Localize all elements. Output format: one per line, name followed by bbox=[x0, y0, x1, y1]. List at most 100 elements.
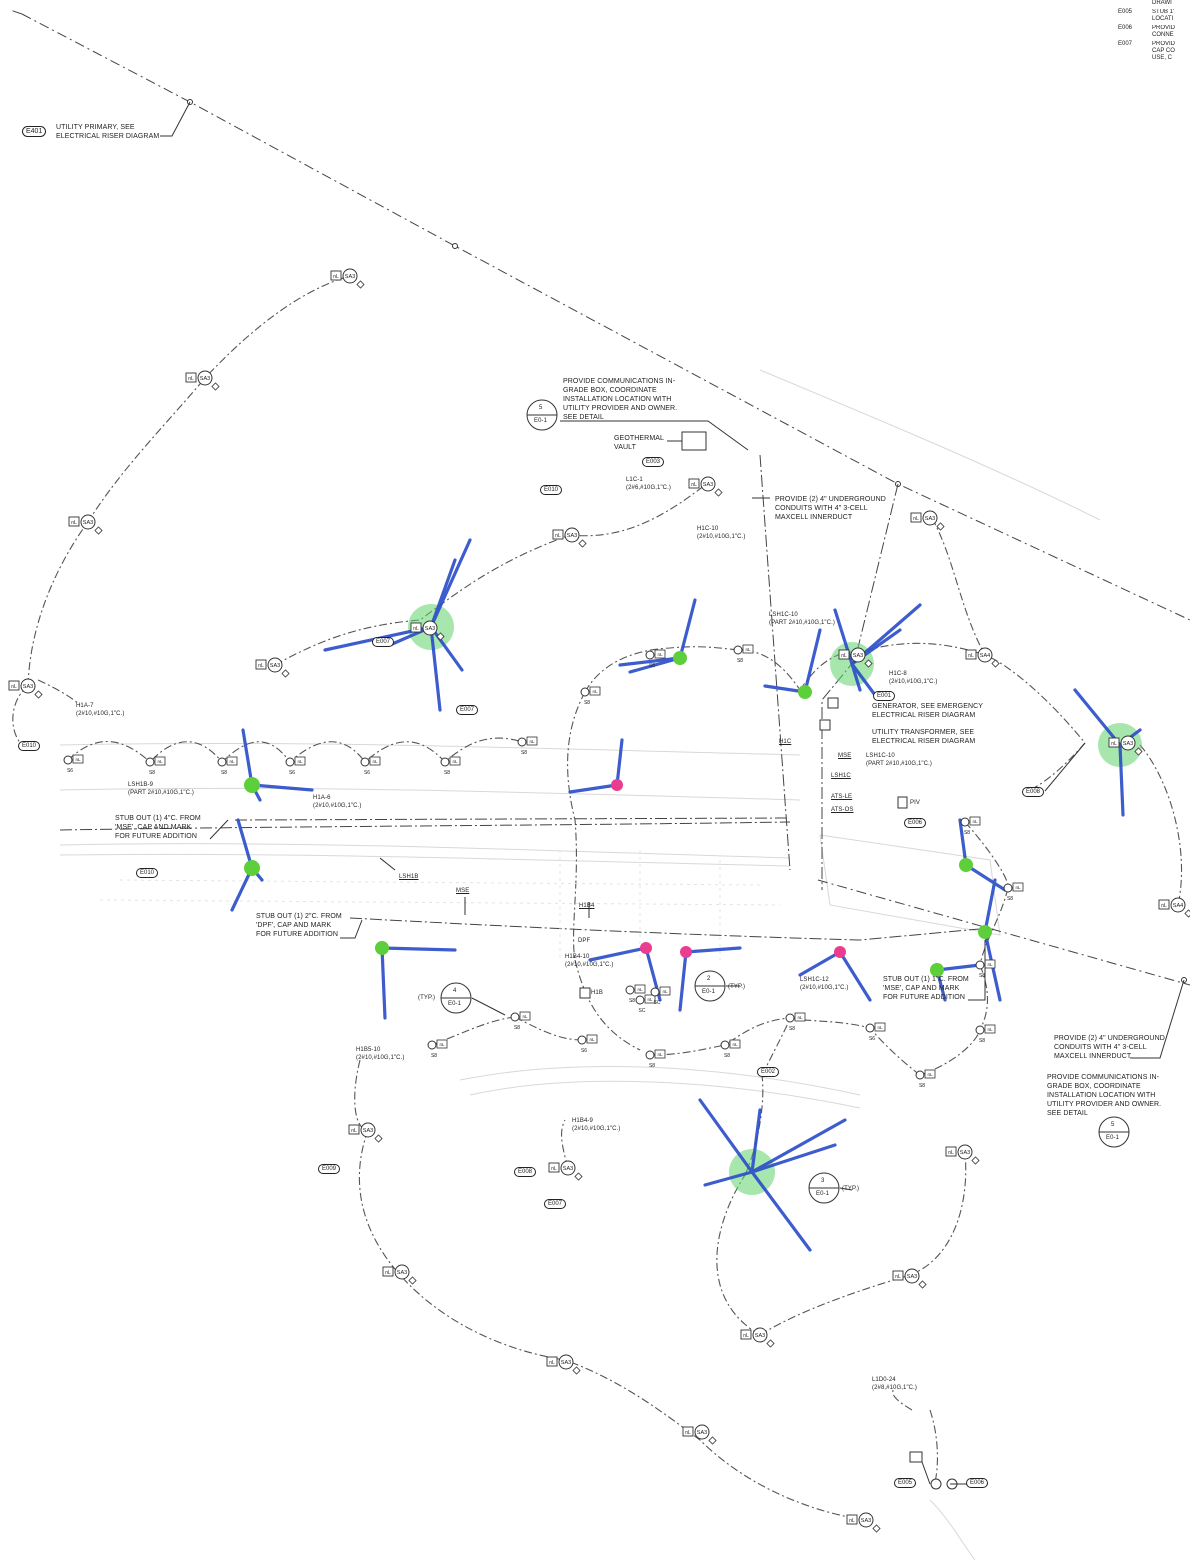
fixture-type-label: S8 bbox=[979, 1038, 985, 1044]
legend-code: E007 bbox=[1118, 41, 1133, 47]
keynote-tag: E006 bbox=[966, 1478, 989, 1488]
typ-label: (TYP.) bbox=[842, 1186, 860, 1192]
fixture-nl-label: nL bbox=[745, 647, 751, 652]
circuit-label: LSH1C-10(PART 2#10,#10G,1"C.) bbox=[866, 753, 932, 767]
detail-ref-number: 4 bbox=[453, 988, 457, 994]
green-node bbox=[375, 941, 389, 955]
red-node bbox=[611, 779, 623, 791]
piv bbox=[897, 796, 908, 809]
fixture-nl-label: nL bbox=[841, 653, 847, 659]
keynote-tag: E006 bbox=[904, 818, 927, 828]
typ-label: (TYP.) bbox=[728, 984, 746, 990]
keynote-tag: E007 bbox=[372, 637, 395, 647]
fixture-type-label: SA3 bbox=[563, 1166, 573, 1172]
note-underground-bottom: PROVIDE (2) 4" UNDERGROUND CONDUITS WITH… bbox=[1054, 1035, 1165, 1060]
pole-light-fixture: nL SA3 bbox=[892, 1268, 927, 1289]
main-feeders bbox=[59, 454, 991, 941]
detail-ref-sheet: E0-1 bbox=[534, 418, 548, 424]
legend-text: DRAWI bbox=[1152, 0, 1172, 6]
detail-ref-number: 3 bbox=[821, 1178, 825, 1184]
detail-ref-number: 2 bbox=[707, 976, 711, 982]
detail-refs bbox=[440, 399, 1130, 1204]
note-utility-primary: UTILITY PRIMARY, SEE ELECTRICAL RISER DI… bbox=[56, 124, 160, 140]
fixture-type-label: S8 bbox=[221, 770, 227, 776]
generator bbox=[827, 697, 839, 709]
green-node bbox=[930, 963, 944, 977]
fixture-nl-label: nL bbox=[1161, 903, 1167, 909]
fixture-nl-label: nL bbox=[849, 1518, 855, 1524]
fixture-type-label: SA3 bbox=[270, 663, 280, 669]
fixture-nl-label: nL bbox=[877, 1025, 883, 1030]
fixture-type-label: SA3 bbox=[907, 1274, 917, 1280]
note-comm-box-top: PROVIDE COMMUNICATIONS IN- GRADE BOX, CO… bbox=[563, 378, 678, 421]
fixture-nl-label: nL bbox=[372, 759, 378, 764]
fixture-type-label: S8 bbox=[649, 1063, 655, 1069]
keynote-tag: E010 bbox=[540, 485, 563, 495]
fixture-type-label: S8 bbox=[789, 1026, 795, 1032]
fixture-nl-label: nL bbox=[549, 1360, 555, 1366]
bollard-fixture: nL S6 bbox=[577, 1034, 598, 1054]
note-underground-top: PROVIDE (2) 4" UNDERGROUND CONDUITS WITH… bbox=[775, 496, 886, 521]
fixture-nl-label: nL bbox=[439, 1042, 445, 1047]
junction-box bbox=[930, 1478, 942, 1490]
leaders bbox=[160, 101, 1185, 1485]
legend-code bbox=[1118, 0, 1152, 7]
fixture-nl-label: nL bbox=[385, 1270, 391, 1276]
typ-label: (TYP.) bbox=[418, 995, 436, 1001]
geothermal-vault bbox=[681, 431, 707, 451]
equipment-label: H1B4 bbox=[579, 903, 595, 909]
circuit-label: H1A-7(2#10,#10G,1"C.) bbox=[76, 703, 125, 717]
circuit-label: LSH1C-10(PART 2#10,#10G,1"C.) bbox=[769, 612, 835, 626]
legend-code: E005 bbox=[1118, 9, 1133, 15]
fixture-type-label: SA3 bbox=[703, 482, 713, 488]
fixture-type-label: S8 bbox=[737, 658, 743, 664]
fixture-nl-label: nL bbox=[229, 759, 235, 764]
marker-nodes bbox=[244, 651, 992, 977]
fixture-type-label: S6 bbox=[869, 1036, 875, 1042]
fixture-type-label: SA3 bbox=[425, 626, 435, 632]
green-node bbox=[978, 925, 992, 939]
fixture-nl-label: nL bbox=[551, 1166, 557, 1172]
fixture-type-label: S8 bbox=[521, 750, 527, 756]
legend-row: DRAWI bbox=[1118, 0, 1190, 7]
fixture-nl-label: nL bbox=[589, 1037, 595, 1042]
fixture-type-label: SA3 bbox=[960, 1150, 970, 1156]
fixture-nl-label: nL bbox=[987, 1027, 993, 1032]
green-node bbox=[959, 858, 973, 872]
circuit-label: H1B5-10(2#10,#10G,1"C.) bbox=[356, 1047, 405, 1061]
pole-light-fixture: nL SA3 bbox=[548, 1160, 583, 1181]
equipment-label: ATS-LE bbox=[831, 794, 853, 800]
green-node bbox=[244, 777, 260, 793]
fixture-nl-label: nL bbox=[1015, 885, 1021, 890]
fixture-nl-label: nL bbox=[895, 1274, 901, 1280]
fixture-type-label: SA3 bbox=[861, 1518, 871, 1524]
equipment-label: ATS-OS bbox=[831, 807, 854, 813]
fixture-type-label: S6 bbox=[581, 1048, 587, 1054]
fixture-type-label: S6 bbox=[67, 768, 73, 774]
fixture-nl-label: nL bbox=[732, 1042, 738, 1047]
fixture-nl-label: nL bbox=[685, 1430, 691, 1436]
fixture-nl-label: nL bbox=[555, 533, 561, 539]
detail-ref-sheet: E0-1 bbox=[448, 1001, 462, 1007]
fixture-nl-label: nL bbox=[987, 962, 993, 967]
fixture-nl-label: nL bbox=[972, 819, 978, 824]
keynote-tag: E010 bbox=[18, 741, 41, 751]
